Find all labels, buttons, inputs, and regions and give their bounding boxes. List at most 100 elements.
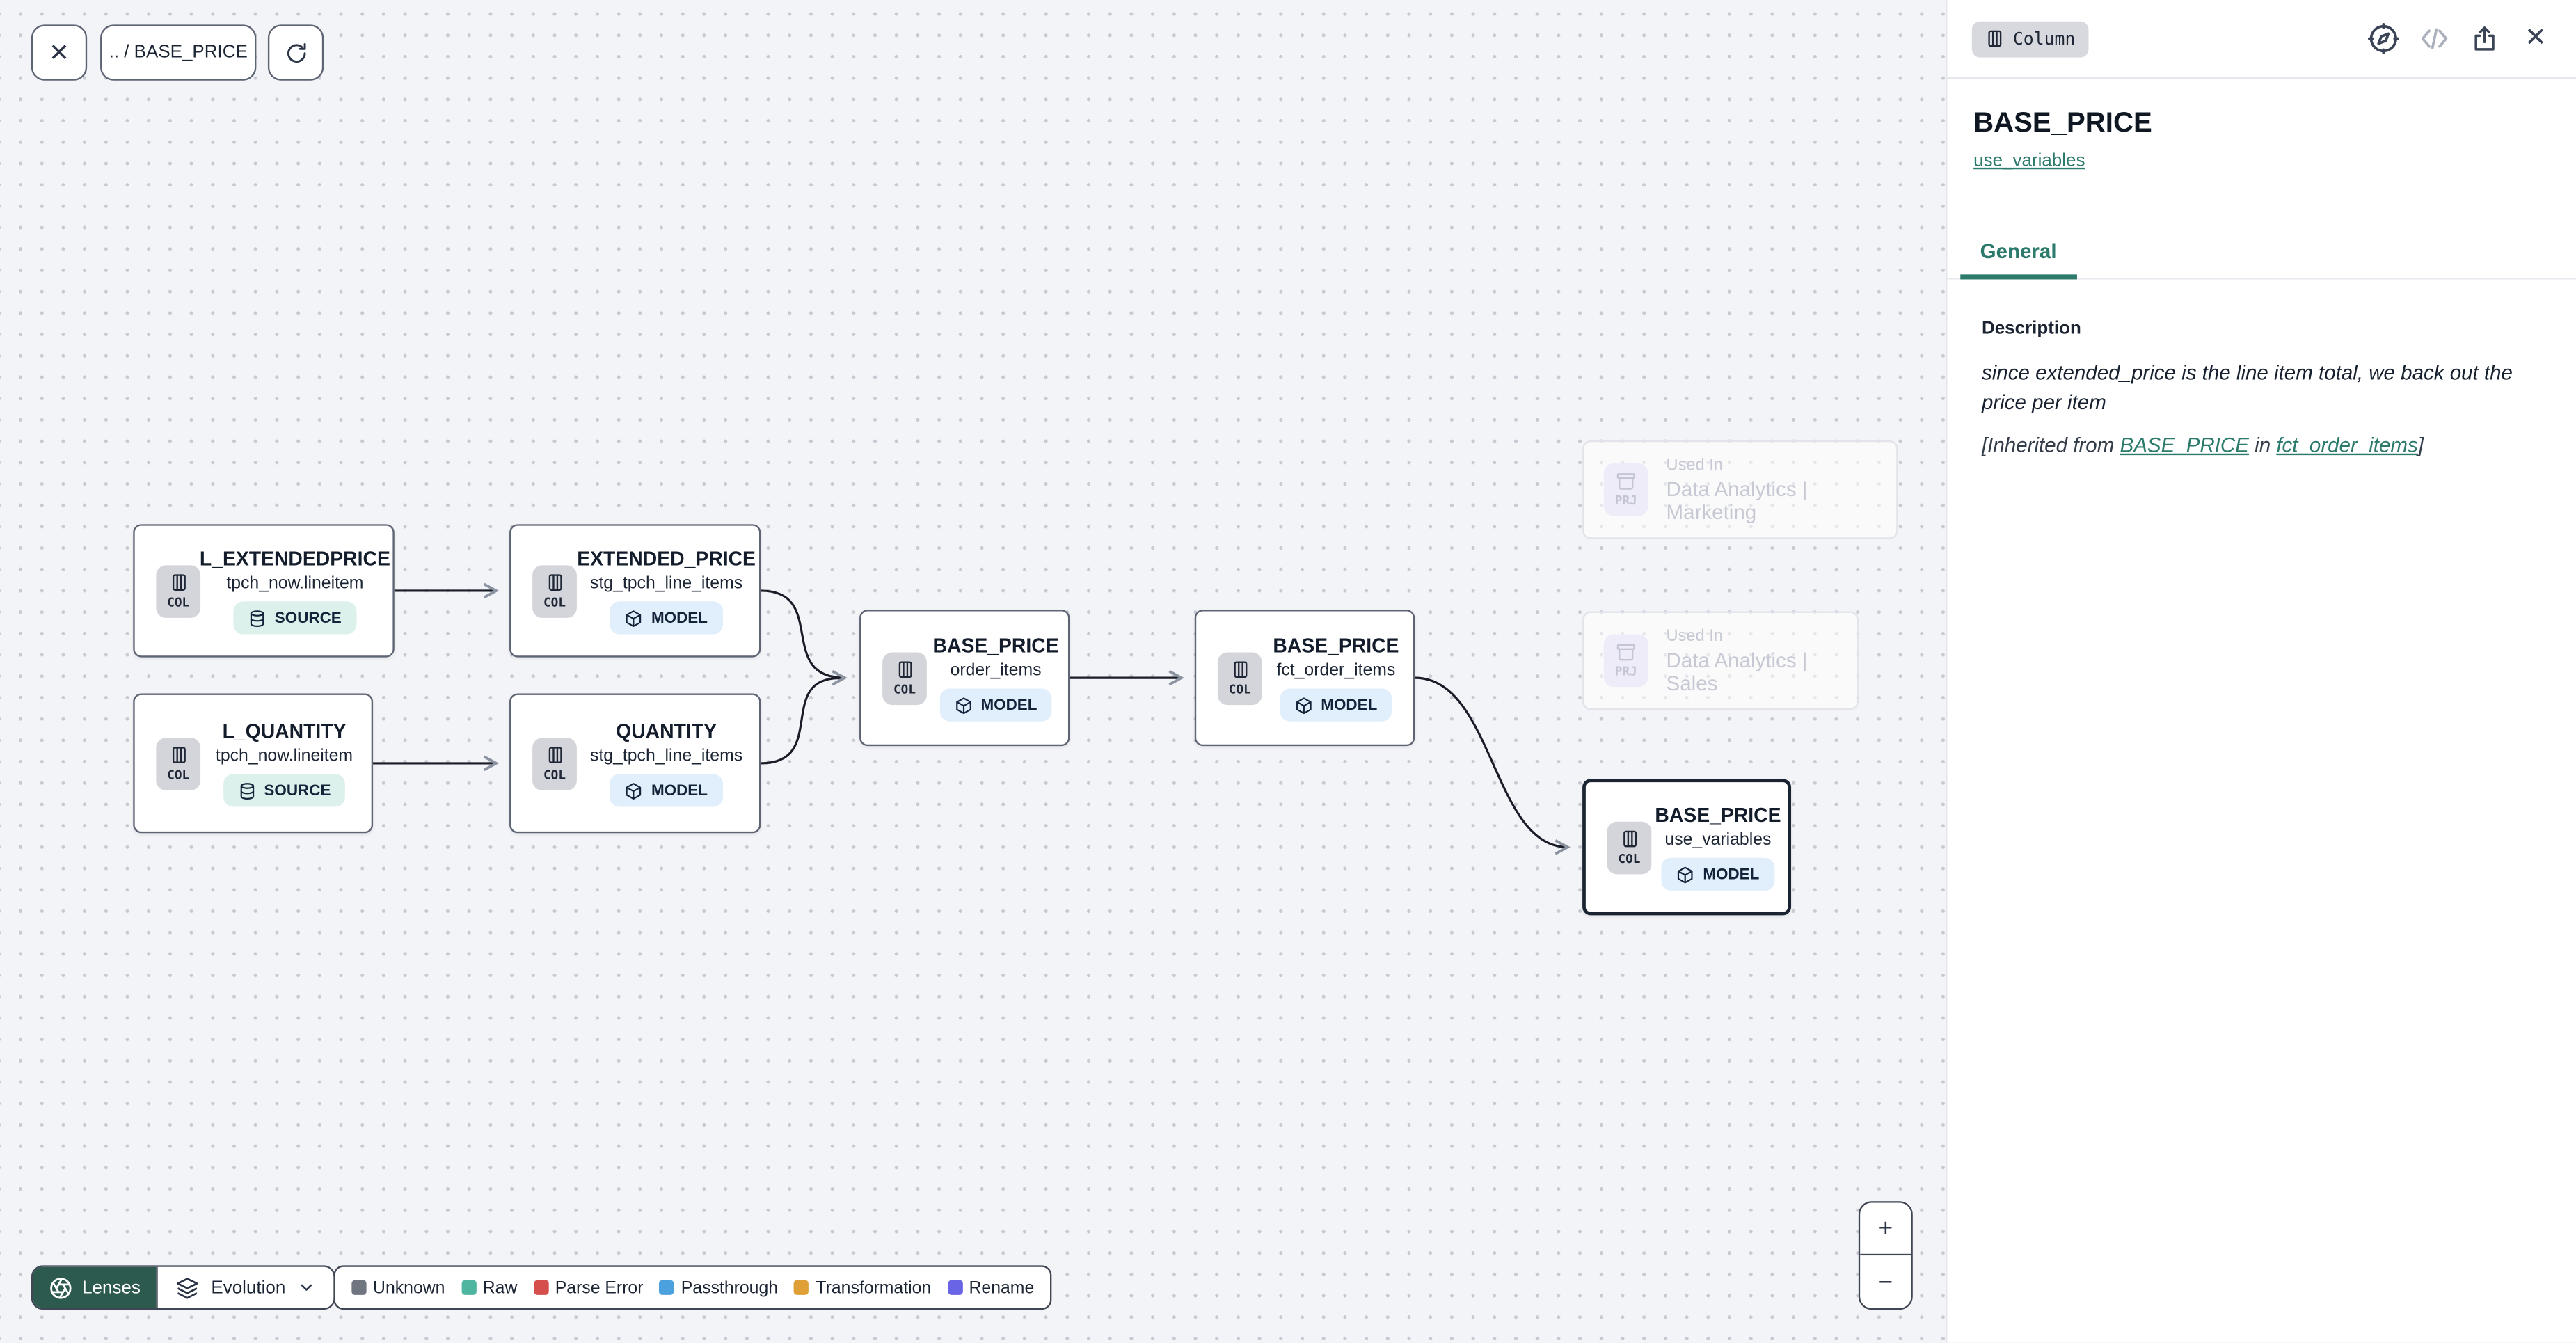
cube-icon: [1296, 697, 1312, 713]
kind-chip: MODEL: [610, 774, 723, 807]
column-type-chip: COL: [1217, 651, 1262, 704]
node-subtitle: stg_tpch_line_items: [589, 746, 743, 766]
legend-swatch: [351, 1280, 367, 1295]
node-l-extendedprice[interactable]: RAW COL L_EXTENDEDPRICE tpch_now.lineite…: [133, 513, 395, 658]
kind-chip: SOURCE: [223, 774, 346, 807]
page-title: BASE_PRICE: [1973, 106, 2152, 138]
chevron-down-icon: [301, 1284, 312, 1291]
cube-icon: [626, 781, 642, 799]
details-panel: Column: [1946, 0, 2576, 1343]
kind-chip: MODEL: [610, 601, 723, 635]
layers-icon: [177, 1277, 199, 1298]
database-icon: [251, 610, 264, 626]
used-in-label: Used In: [1666, 626, 1723, 645]
columns-icon: [171, 574, 185, 591]
explore-lineage-button[interactable]: [2364, 21, 2401, 57]
node-title: BASE_PRICE: [932, 634, 1059, 658]
legend-swatch: [794, 1280, 809, 1295]
close-icon: ✕: [49, 38, 70, 67]
breadcrumb[interactable]: .. / BASE_PRICE: [100, 24, 257, 81]
columns-icon: [548, 574, 562, 591]
legend-swatch: [947, 1280, 963, 1295]
node-subtitle: tpch_now.lineitem: [226, 573, 364, 594]
legend-item-transformation: Transformation: [794, 1278, 931, 1297]
node-title: QUANTITY: [616, 720, 717, 743]
panel-header: Column: [1947, 0, 2576, 79]
node-quantity[interactable]: RENAME COL QUANTITY stg_tpch_line_items …: [509, 683, 761, 834]
cube-icon: [626, 610, 642, 626]
node-subtitle: use_variables: [1664, 829, 1772, 850]
view-code-button: [2415, 21, 2451, 57]
node-title: EXTENDED_PRICE: [577, 547, 756, 571]
code-icon: [2420, 28, 2447, 49]
lens-legend: Unknown Raw Parse Error Passthrough Tran…: [333, 1265, 1053, 1310]
project-chip: PRJ: [1603, 463, 1648, 516]
breadcrumb-label: .. / BASE_PRICE: [109, 42, 248, 63]
kind-chip: MODEL: [1662, 857, 1774, 891]
inherited-column-link[interactable]: BASE_PRICE: [2120, 433, 2249, 456]
zoom-out-button[interactable]: −: [1860, 1255, 1911, 1308]
used-in-label: Used In: [1666, 456, 1723, 475]
inherited-model-link[interactable]: fct_order_items: [2276, 433, 2418, 456]
refresh-icon: [286, 42, 305, 62]
columns-icon: [1233, 661, 1247, 678]
kind-chip: SOURCE: [233, 601, 357, 635]
node-subtitle: tpch_now.lineitem: [215, 746, 353, 766]
archive-icon: [1616, 473, 1635, 490]
close-panel-button[interactable]: ✕: [2518, 21, 2554, 57]
node-extended-price[interactable]: RENAME COL EXTENDED_PRICE stg_tpch_line_…: [509, 513, 761, 658]
close-icon: ✕: [2524, 24, 2547, 52]
lenses-button[interactable]: Lenses: [33, 1266, 157, 1308]
node-l-quantity[interactable]: RAW COL L_QUANTITY tpch_now.lineitem SOU…: [133, 683, 374, 834]
kind-chip: MODEL: [939, 688, 1052, 722]
legend-swatch: [534, 1280, 549, 1295]
legend-item-rename: Rename: [947, 1278, 1034, 1297]
node-title: L_EXTENDEDPRICE: [199, 547, 390, 571]
columns-icon: [1988, 30, 2002, 47]
project-chip: PRJ: [1603, 634, 1648, 688]
kind-chip: MODEL: [1280, 688, 1392, 722]
node-title: BASE_PRICE: [1655, 803, 1781, 827]
edge-quantity-baseprice: [761, 676, 840, 765]
refresh-button[interactable]: [267, 24, 324, 81]
share-icon: [2474, 25, 2495, 50]
legend-item-passthrough: Passthrough: [660, 1278, 778, 1297]
zoom-in-button[interactable]: +: [1860, 1202, 1911, 1256]
node-title: BASE_PRICE: [1273, 634, 1399, 658]
used-in-node-sales[interactable]: PRJ Used In Data Analytics | Sales: [1582, 611, 1859, 710]
zoom-control: + −: [1858, 1201, 1913, 1310]
columns-icon: [171, 747, 185, 763]
column-type-chip: COL: [156, 564, 201, 617]
description-text: since extended_price is the line item to…: [1981, 361, 2513, 414]
tab-general[interactable]: General: [1960, 225, 2076, 280]
edge-extendedprice-baseprice: [761, 589, 848, 686]
aperture-icon: [50, 1277, 72, 1298]
node-subtitle: stg_tpch_line_items: [589, 573, 743, 594]
database-icon: [239, 781, 254, 799]
column-type-chip: COL: [1607, 820, 1652, 874]
columns-icon: [1622, 830, 1636, 848]
legend-item-parse-error: Parse Error: [534, 1278, 643, 1297]
node-base-price-order-items[interactable]: TRANSFORMATION COL BASE_PRICE order_item…: [859, 598, 1070, 747]
share-button[interactable]: [2467, 21, 2503, 57]
columns-icon: [898, 661, 912, 678]
columns-icon: [548, 747, 562, 763]
used-in-project: Data Analytics | Marketing: [1666, 477, 1808, 524]
panel-tabs: General: [1947, 225, 2576, 280]
used-in-node-marketing[interactable]: PRJ Used In Data Analytics | Marketing: [1582, 440, 1898, 539]
cube-icon: [955, 697, 971, 713]
used-in-project: Data Analytics | Sales: [1666, 648, 1808, 694]
node-base-price-fct-order-items[interactable]: PASSTHROUGH COL BASE_PRICE fct_order_ite…: [1194, 598, 1415, 747]
node-title: L_QUANTITY: [222, 720, 347, 743]
legend-item-raw: Raw: [461, 1278, 517, 1297]
lenses-control: Lenses Evolution: [31, 1265, 335, 1310]
node-subtitle: fct_order_items: [1276, 660, 1396, 681]
column-type-chip: COL: [156, 737, 201, 790]
close-lineage-button[interactable]: ✕: [31, 24, 88, 81]
lens-selector[interactable]: Evolution: [157, 1266, 333, 1308]
model-link[interactable]: use_variables: [1973, 151, 2085, 171]
column-type-chip: COL: [532, 737, 577, 790]
node-base-price-use-variables[interactable]: PASSTHROUGH COL BASE_PRICE use_variables…: [1582, 770, 1792, 916]
entity-type-chip: Column: [1971, 20, 2089, 57]
description-section: Description since extended_price is the …: [1947, 279, 2576, 456]
